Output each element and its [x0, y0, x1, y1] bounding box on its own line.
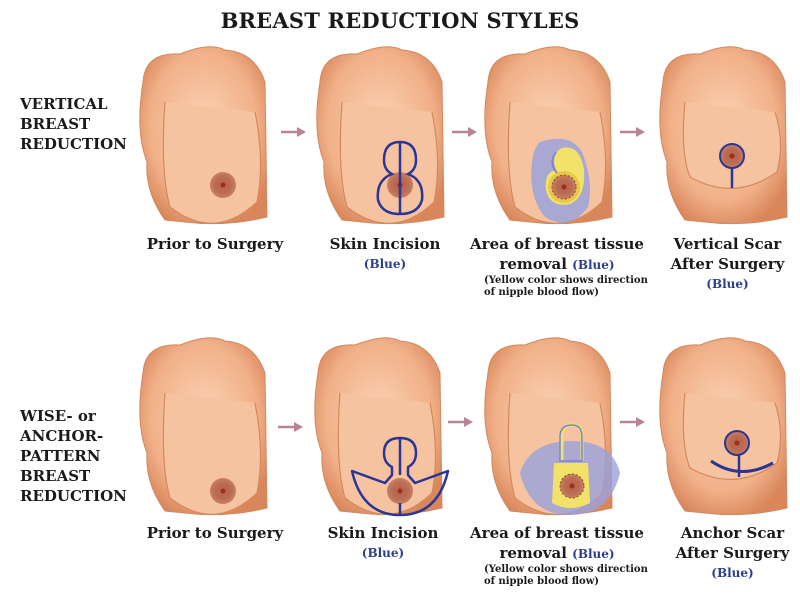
- caption-text: Anchor Scar: [680, 524, 785, 542]
- blue-label: (Blue): [361, 546, 405, 560]
- torso-illustration-icon: [659, 337, 788, 516]
- caption-line2: removal (Blue): [462, 254, 652, 275]
- caption-line2: removal (Blue): [462, 543, 652, 564]
- illustration-prior-anchor: [125, 333, 275, 518]
- torso-illustration-icon: [659, 46, 788, 225]
- torso-illustration-icon: [484, 46, 613, 225]
- row-label-anchor: WISE- or ANCHOR- PATTERN BREAST REDUCTIO…: [20, 406, 127, 506]
- caption-incision-vertical: Skin Incision (Blue): [310, 234, 460, 274]
- illustration-incision-vertical: [302, 42, 452, 227]
- caption-text: Area of breast tissue: [470, 235, 644, 253]
- caption-text: removal: [499, 255, 567, 273]
- illustration-prior-vertical: [125, 42, 275, 227]
- caption-text: removal: [499, 544, 567, 562]
- caption-scar-anchor: Anchor Scar After Surgery (Blue): [665, 523, 800, 583]
- caption-text: After Surgery: [670, 255, 785, 273]
- caption-prior-anchor: Prior to Surgery: [130, 523, 300, 543]
- right-arrow-icon: [620, 127, 645, 137]
- right-arrow-icon: [448, 417, 473, 427]
- caption-text: Prior to Surgery: [146, 235, 284, 253]
- caption-text: After Surgery: [675, 544, 790, 562]
- right-arrow-icon: [278, 422, 303, 432]
- right-arrow-icon: [620, 417, 645, 427]
- caption-prior-vertical: Prior to Surgery: [130, 234, 300, 254]
- caption-removal-anchor: Area of breast tissue removal (Blue) (Ye…: [462, 523, 652, 588]
- label-line: WISE- or: [20, 407, 96, 425]
- caption-text: Vertical Scar: [673, 235, 782, 253]
- label-line: BREAST: [20, 115, 91, 133]
- label-line: PATTERN: [20, 447, 101, 465]
- caption-incision-anchor: Skin Incision (Blue): [308, 523, 458, 563]
- blue-label: (Blue): [363, 257, 407, 271]
- caption-text: Skin Incision: [329, 235, 441, 253]
- caption-scar-vertical: Vertical Scar After Surgery (Blue): [660, 234, 795, 294]
- caption-text: Skin Incision: [327, 524, 439, 542]
- torso-illustration-icon: [316, 46, 445, 225]
- blue-label: (Blue): [711, 566, 754, 580]
- label-line: BREAST: [20, 467, 91, 485]
- label-line: REDUCTION: [20, 487, 127, 505]
- right-arrow-icon: [281, 127, 306, 137]
- illustration-removal-anchor: [470, 333, 620, 518]
- diagram-title: BREAST REDUCTION STYLES: [220, 8, 580, 33]
- torso-illustration-icon: [139, 46, 268, 225]
- illustration-incision-anchor: [300, 333, 450, 518]
- caption-text: Area of breast tissue: [470, 524, 644, 542]
- illustration-removal-vertical: [470, 42, 620, 227]
- blue-label: (Blue): [572, 547, 615, 561]
- right-arrow-icon: [452, 127, 477, 137]
- illustration-scar-anchor: [645, 333, 795, 518]
- blue-label: (Blue): [572, 258, 615, 272]
- torso-illustration-icon: [314, 337, 450, 517]
- row-label-vertical: VERTICAL BREAST REDUCTION: [20, 94, 127, 154]
- label-line: REDUCTION: [20, 135, 127, 153]
- caption-text: Prior to Surgery: [146, 524, 284, 542]
- caption-removal-vertical: Area of breast tissue removal (Blue) (Ye…: [462, 234, 652, 299]
- blood-flow-note: (Yellow color shows direction of nipple …: [484, 275, 648, 298]
- blood-flow-note: (Yellow color shows direction of nipple …: [484, 564, 648, 587]
- torso-illustration-icon: [139, 337, 268, 516]
- illustration-scar-vertical: [645, 42, 795, 227]
- blue-label: (Blue): [706, 277, 749, 291]
- torso-illustration-icon: [484, 337, 620, 516]
- label-line: VERTICAL: [20, 95, 108, 113]
- label-line: ANCHOR-: [20, 427, 104, 445]
